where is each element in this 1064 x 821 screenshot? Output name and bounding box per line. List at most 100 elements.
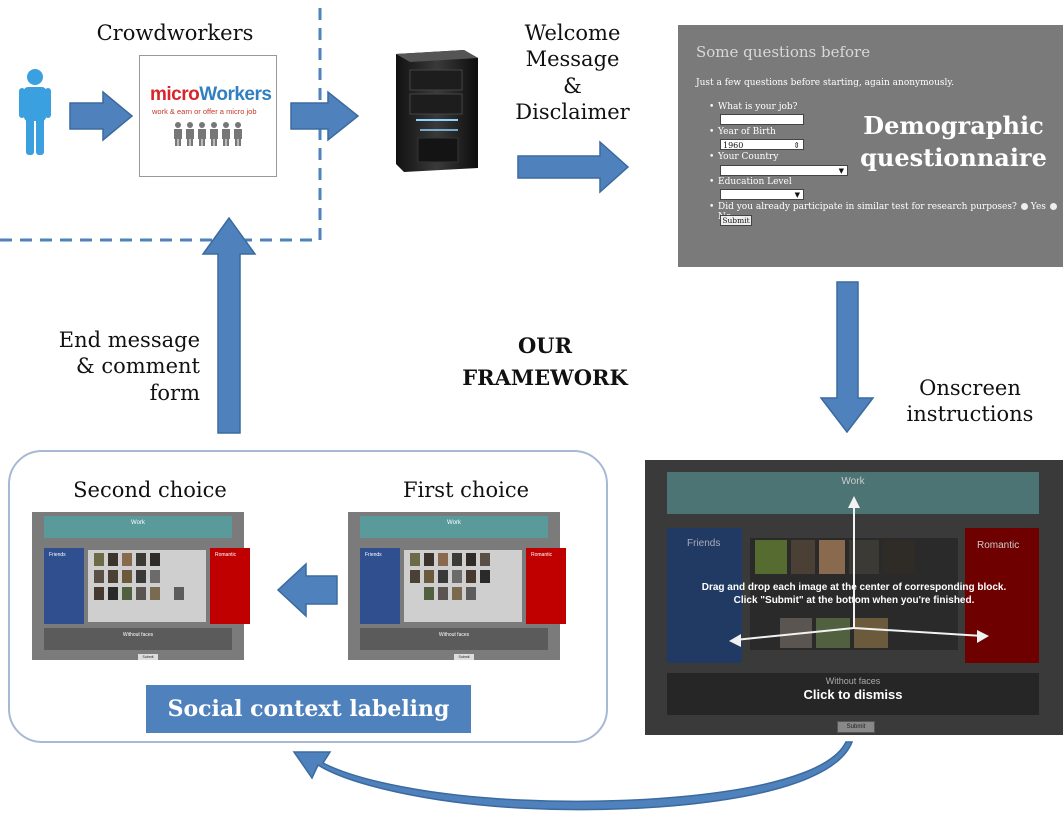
questionnaire-submit-button[interactable]: Submit bbox=[720, 215, 752, 226]
photo-thumb bbox=[150, 570, 160, 583]
friends-label: Friends bbox=[365, 552, 382, 558]
microworkers-logo: microWorkers work & earn or offer a micr… bbox=[139, 55, 277, 177]
second-choice-caption: Second choice bbox=[73, 478, 227, 502]
question-education: Education Level bbox=[709, 177, 792, 187]
photo-thumb[interactable] bbox=[755, 540, 787, 574]
demographic-label: Demographic questionnaire bbox=[860, 111, 1047, 173]
question-job: What is your job? bbox=[709, 102, 797, 112]
job-input[interactable] bbox=[720, 114, 804, 125]
questionnaire-screenshot: Some questions before Just a few questio… bbox=[678, 25, 1063, 267]
work-label: Work bbox=[447, 520, 461, 526]
photo-thumb bbox=[136, 570, 146, 583]
education-select[interactable]: ▼ bbox=[720, 189, 804, 200]
without-faces-label: Without faces bbox=[438, 632, 470, 638]
social-context-label: Social context labeling bbox=[146, 685, 471, 733]
friends-zone[interactable]: Friends bbox=[667, 528, 742, 663]
photo-thumb bbox=[438, 587, 448, 600]
photo-thumb bbox=[438, 553, 448, 566]
photo-thumb[interactable] bbox=[854, 618, 888, 648]
photo-thumb[interactable] bbox=[883, 540, 915, 574]
end-line: form bbox=[149, 380, 200, 405]
without-faces-zone[interactable]: Without faces Click to dismiss bbox=[667, 673, 1039, 715]
radio-yes-label: Yes bbox=[1030, 202, 1046, 212]
photo-thumb bbox=[452, 570, 462, 583]
country-select[interactable]: ▼ bbox=[720, 165, 848, 176]
arrow-first-to-second bbox=[276, 562, 338, 618]
arrow-server-to-questionnaire bbox=[517, 140, 630, 194]
welcome-line: Disclaimer bbox=[515, 99, 630, 124]
onscreen-line: instructions bbox=[906, 402, 1034, 427]
photo-thumb bbox=[480, 570, 490, 583]
arrow-questionnaire-to-instructions bbox=[819, 281, 875, 434]
submit-label: Submit bbox=[142, 655, 154, 659]
photo-thumb bbox=[424, 587, 434, 600]
birth-year-select[interactable]: 1960 ⇕ bbox=[720, 139, 804, 150]
question-country: Your Country bbox=[709, 152, 779, 162]
end-message-caption: End message & comment form bbox=[20, 327, 200, 406]
photo-thumb bbox=[122, 587, 132, 600]
questionnaire-intro: Just a few questions before starting, ag… bbox=[696, 78, 955, 88]
photo-thumb bbox=[136, 553, 146, 566]
question-birth: Year of Birth bbox=[709, 127, 776, 137]
photo-thumb bbox=[174, 587, 184, 600]
photo-thumb bbox=[466, 553, 476, 566]
dismiss-label[interactable]: Click to dismiss bbox=[803, 687, 903, 702]
romantic-label: Romantic bbox=[977, 540, 1020, 551]
work-label: Work bbox=[841, 476, 865, 487]
photo-thumb bbox=[466, 570, 476, 583]
welcome-line: & bbox=[563, 73, 582, 98]
end-line: End message bbox=[58, 328, 200, 352]
romantic-label: Romantic bbox=[215, 552, 237, 558]
without-faces-label: Without faces bbox=[122, 632, 154, 638]
photo-thumb bbox=[108, 587, 118, 600]
brand-micro: micro bbox=[150, 84, 200, 105]
photo-thumb bbox=[108, 570, 118, 583]
romantic-zone[interactable]: Romantic bbox=[965, 528, 1039, 663]
dashed-boundary bbox=[0, 8, 322, 242]
birth-year-value: 1960 bbox=[723, 141, 744, 150]
arrow-instructions-to-social bbox=[292, 741, 854, 811]
crowdworkers-caption: Crowdworkers bbox=[96, 21, 254, 45]
photo-thumb[interactable] bbox=[819, 540, 845, 574]
photo-thumb bbox=[410, 553, 420, 566]
people-group-icon bbox=[174, 122, 242, 146]
friends-label: Friends bbox=[49, 552, 66, 558]
romantic-label: Romantic bbox=[531, 552, 553, 558]
photo-thumb[interactable] bbox=[816, 618, 850, 648]
photo-thumb bbox=[94, 553, 104, 566]
friends-label: Friends bbox=[687, 538, 721, 549]
submit-button: Submit bbox=[138, 654, 158, 660]
photo-thumb bbox=[108, 553, 118, 566]
without-faces-label: Without faces bbox=[825, 676, 881, 686]
photo-thumb[interactable] bbox=[791, 540, 815, 574]
arrow-microworkers-to-server bbox=[290, 90, 360, 142]
framework-line: OUR bbox=[517, 333, 573, 358]
second-choice-screenshot: Work Friends Romantic Without faces Subm… bbox=[32, 512, 250, 660]
participate-text: Did you already participate in similar t… bbox=[718, 202, 1017, 212]
instructions-screenshot: Work Friends Romantic Drag and drop each… bbox=[645, 460, 1063, 735]
friends-zone: Friends bbox=[44, 548, 84, 624]
photo-thumb bbox=[94, 587, 104, 600]
work-zone: Work bbox=[360, 516, 548, 538]
onscreen-line: Onscreen bbox=[919, 376, 1021, 400]
social-context-container bbox=[8, 450, 608, 743]
questionnaire-heading: Some questions before bbox=[696, 43, 871, 61]
photo-thumb bbox=[136, 587, 146, 600]
brand-workers: Workers bbox=[199, 84, 272, 105]
first-choice-caption: First choice bbox=[402, 478, 530, 502]
radio-yes[interactable] bbox=[1020, 203, 1028, 210]
work-label: Work bbox=[131, 520, 145, 526]
radio-no[interactable] bbox=[1049, 203, 1057, 210]
instructions-submit-button[interactable]: Submit bbox=[837, 721, 875, 733]
without-faces-zone: Without faces bbox=[360, 628, 548, 650]
drag-direction-arrows-icon bbox=[729, 496, 989, 647]
photo-thumb bbox=[424, 570, 434, 583]
photo-thumb bbox=[94, 570, 104, 583]
framework-line: FRAMEWORK bbox=[462, 364, 628, 390]
photo-thumb bbox=[424, 553, 434, 566]
without-faces-zone: Without faces bbox=[44, 628, 232, 650]
spinner-icon: ⇕ bbox=[793, 141, 800, 150]
framework-title: OUR FRAMEWORK bbox=[420, 330, 670, 393]
photo-thumb bbox=[466, 587, 476, 600]
